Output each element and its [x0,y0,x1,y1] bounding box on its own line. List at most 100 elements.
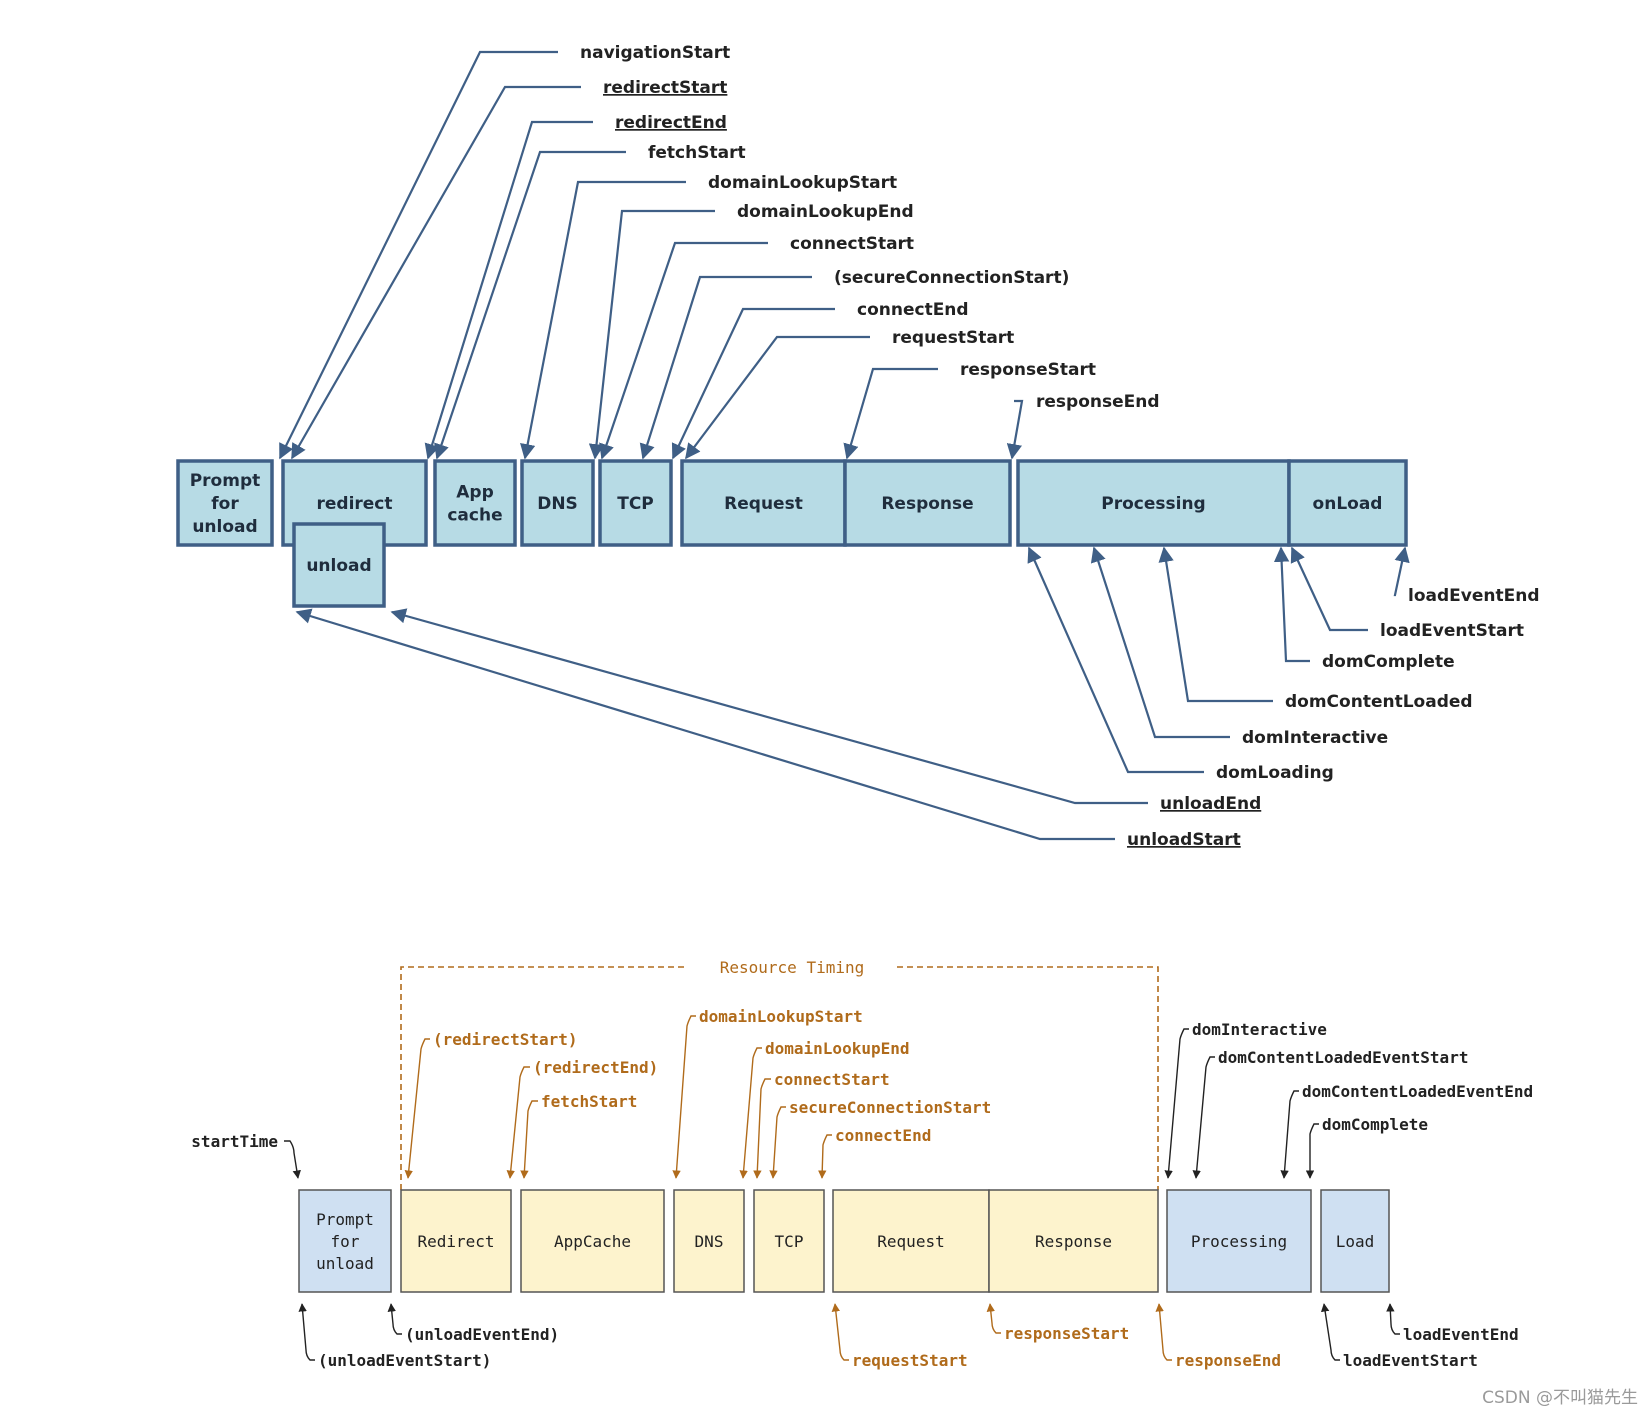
top-label-above: domainLookupEnd [588,202,914,460]
bottom-label-text: (redirectEnd) [533,1058,658,1077]
bottom-label-above: domainLookupEnd [739,1039,910,1179]
top-label-text: unloadStart [1127,830,1241,850]
top-label-text: domLoading [1216,763,1334,783]
bottom-box-label: for [331,1232,360,1251]
navigation-timing-diagram: PromptforunloadredirectunloadAppcacheDNS… [176,43,1539,850]
top-box-dns: DNS [520,459,595,547]
bottom-label-text: (redirectStart) [433,1030,578,1049]
bottom-box-dns: DNS [673,1189,745,1293]
top-box-tcp: TCP [598,459,673,547]
top-label-text: domContentLoaded [1285,692,1473,712]
bottom-label-text: domContentLoadedEventEnd [1302,1082,1533,1101]
top-box-label: Prompt [190,471,261,491]
top-label-above: (secureConnectionStart) [639,268,1069,460]
bottom-label-text: domainLookupEnd [765,1039,910,1058]
bottom-label-above: domainLookupStart [672,1007,863,1179]
top-label-text: navigationStart [580,43,730,63]
top-box-label: DNS [537,494,578,514]
bottom-label-text: (unloadEventStart) [318,1351,491,1370]
resource-timing-title: Resource Timing [720,958,865,977]
bottom-label-text: loadEventStart [1343,1351,1478,1370]
bottom-label-text: domContentLoadedEventStart [1218,1048,1468,1067]
top-box-label: Response [881,494,973,514]
top-label-above: redirectStart [291,78,727,460]
top-label-above: connectEnd [671,300,969,460]
top-box-response: Response [843,459,1012,547]
top-label-text: domInteractive [1242,728,1388,748]
top-label-text: domainLookupEnd [737,202,914,222]
top-label-below: loadEventStart [1290,546,1524,641]
top-label-text: connectEnd [857,300,969,320]
top-label-above: responseStart [843,360,1096,460]
top-box-label: unload [306,556,371,576]
top-box-label: App [456,483,494,503]
bottom-box-label: Prompt [316,1210,374,1229]
bottom-label-above-dark: domContentLoadedEventEnd [1280,1082,1533,1179]
bottom-label-above: secureConnectionStart [769,1098,991,1179]
top-label-above: domainLookupStart [520,173,897,460]
top-label-text: unloadEnd [1160,794,1261,814]
top-label-text: redirectEnd [615,113,727,133]
bottom-label-above: (redirectStart) [404,1030,578,1179]
bottom-label-above-dark: startTime [191,1132,301,1179]
bottom-box-response: Response [988,1189,1159,1293]
bottom-label-above: fetchStart [520,1092,637,1179]
bottom-label-below-dark: loadEventEnd [1386,1303,1519,1344]
bottom-box-label: Request [877,1232,944,1251]
bottom-label-below-dark: (unloadEventEnd) [387,1303,559,1344]
bottom-label-text: domComplete [1322,1115,1428,1134]
bottom-label-text: connectStart [774,1070,890,1089]
bottom-label-text: requestStart [852,1351,968,1370]
resource-timing-bracket: Resource Timing [400,958,1159,1190]
top-box-processing: Processing [1016,459,1291,547]
bottom-label-text: connectEnd [835,1126,931,1145]
bottom-box-prompt: Prompt for unload [298,1189,392,1293]
bottom-label-text: domainLookupStart [699,1007,863,1026]
bottom-label-text: responseStart [1004,1324,1129,1343]
bottom-box-label: unload [316,1254,374,1273]
top-box-label: for [211,494,239,514]
bottom-box-load: Load [1320,1189,1390,1293]
bottom-label-below-dark: (unloadEventStart) [298,1303,491,1370]
top-label-text: loadEventStart [1380,621,1524,641]
bottom-label-below: responseEnd [1155,1303,1281,1370]
top-label-above: fetchStart [434,143,746,460]
bottom-box-appcache: AppCache [520,1189,665,1293]
bottom-box-request: Request [832,1189,990,1293]
bottom-label-text: secureConnectionStart [789,1098,991,1117]
bottom-label-above-dark: domContentLoadedEventStart [1192,1048,1468,1179]
top-label-above: redirectEnd [424,113,727,460]
top-label-text: domComplete [1322,652,1455,672]
watermark: CSDN @不叫猫先生 [1482,1388,1638,1408]
bottom-label-text: responseEnd [1175,1351,1281,1370]
bottom-label-above-dark: domInteractive [1164,1020,1327,1179]
top-label-text: fetchStart [648,143,746,163]
top-label-above: connectStart [599,234,914,460]
top-label-text: connectStart [790,234,914,254]
top-box-label: Request [724,494,803,514]
top-label-text: loadEventEnd [1408,586,1539,606]
bottom-box-tcp: TCP [753,1189,825,1293]
bottom-label-text: startTime [191,1132,278,1151]
bottom-box-label: Processing [1191,1232,1287,1251]
bottom-box-label: Load [1336,1232,1375,1251]
top-box-label: Processing [1101,494,1205,514]
bottom-box-processing: Processing [1166,1189,1312,1293]
top-label-above: navigationStart [279,43,730,460]
top-label-below: domComplete [1273,546,1455,672]
bottom-label-below: requestStart [831,1303,968,1370]
top-label-text: redirectStart [603,78,727,98]
top-box-request: Request [680,459,847,547]
top-label-text: responseEnd [1036,392,1160,412]
bottom-box-label: TCP [775,1232,804,1251]
bottom-label-above-dark: domComplete [1305,1115,1428,1179]
bottom-box-redirect: Redirect [400,1189,512,1293]
top-label-text: (secureConnectionStart) [834,268,1069,288]
top-box-label: unload [192,517,257,537]
top-box-label: onLoad [1313,494,1383,514]
top-label-below: loadEventEnd [1393,546,1539,606]
bottom-label-below: responseStart [986,1303,1129,1343]
